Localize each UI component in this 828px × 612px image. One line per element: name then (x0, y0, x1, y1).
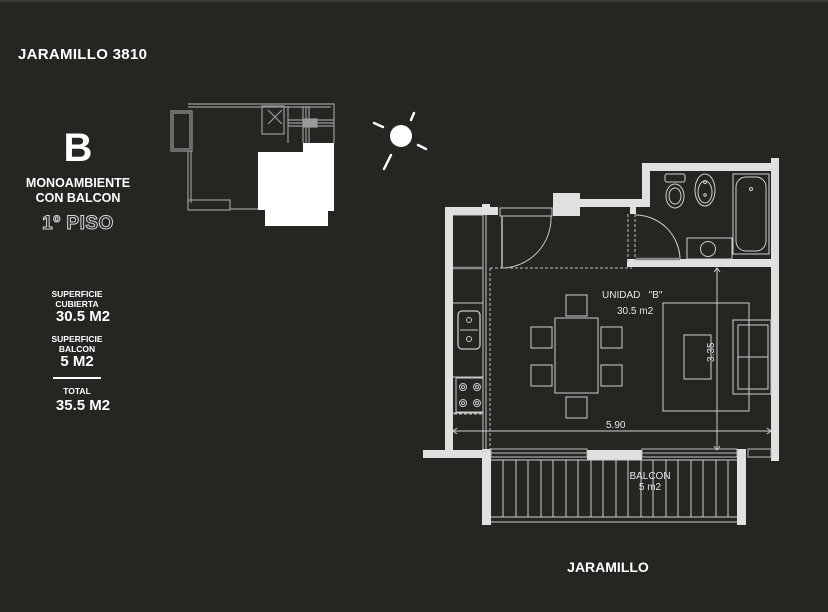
unit-type-line1: MONOAMBIENTE (25, 176, 131, 190)
total-surface-label: TOTAL (63, 386, 91, 396)
balcony-windows (490, 448, 772, 458)
unit-label: UNIDAD "B" (602, 290, 663, 301)
building-title: JARAMILLO 3810 (18, 46, 148, 63)
covered-label-line1: SUPERFICIE (51, 289, 103, 299)
building-key-plan (170, 103, 335, 211)
bathroom-fixtures (635, 173, 770, 261)
balcony-deck (491, 459, 737, 523)
key-plan-unit-highlight (258, 143, 334, 226)
width-dimension: 5.90 (606, 420, 626, 431)
unit-letter: B (63, 126, 93, 170)
balcony-surface-value: 5 M2 (60, 353, 94, 370)
covered-surface-value: 30.5 M2 (55, 308, 111, 325)
living-room-set (662, 302, 772, 412)
dimension-lines (452, 267, 772, 451)
exterior-walls (423, 158, 779, 525)
floor-label: 1º PISO (42, 213, 114, 235)
balcony-label: BALCON (629, 471, 670, 482)
balcony-label-line1: SUPERFICIE (51, 334, 103, 344)
total-surface-value: 35.5 M2 (55, 397, 111, 414)
depth-dimension: 3.35 (706, 342, 717, 362)
dashed-lines (454, 214, 636, 452)
unit-type-line2: CON BALCON (35, 191, 121, 205)
balcony-label-line2: BALCON (58, 343, 96, 354)
sun-orientation-icon (372, 111, 428, 171)
balcony-area: 5 m2 (639, 482, 662, 493)
covered-surface-label: SUPERFICIE CUBIERTA (30, 289, 124, 309)
balcony-surface-label: SUPERFICIE BALCON (30, 334, 124, 354)
unit-type: MONOAMBIENTE CON BALCON (0, 176, 156, 206)
total-divider (53, 377, 101, 379)
covered-label-line2: CUBIERTA (55, 298, 99, 309)
interior-lines (453, 207, 553, 452)
street-name: JARAMILLO (567, 559, 649, 575)
unit-area: 30.5 m2 (617, 306, 654, 317)
top-border (0, 0, 828, 2)
dining-table-set (530, 294, 623, 419)
